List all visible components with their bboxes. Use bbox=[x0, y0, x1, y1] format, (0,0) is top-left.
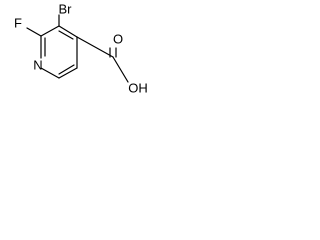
bond-c3-c2 bbox=[40, 25, 60, 37]
bond-n-c6 bbox=[40, 67, 60, 79]
atom-label-fluorine: F bbox=[14, 15, 22, 30]
bond-c2-f bbox=[26, 27, 42, 37]
atom-label-bromine: Br bbox=[59, 1, 73, 16]
background bbox=[0, 0, 165, 121]
atom-label-carbonyl-oxygen: O bbox=[113, 31, 123, 46]
atom-label-hydroxyl: OH bbox=[128, 80, 148, 95]
atom-label-nitrogen: N bbox=[33, 57, 42, 72]
bond-c4-cooh bbox=[76, 36, 114, 58]
bond-c6-c5 bbox=[58, 67, 78, 79]
bond-c4-c3 bbox=[58, 25, 78, 38]
bond-carboxyl-oh bbox=[112, 56, 129, 83]
bond-c4-c3-inner bbox=[58, 30, 74, 40]
molecule-structure: F Br N O OH bbox=[0, 0, 165, 121]
bond-c6-c5-inner bbox=[58, 64, 75, 75]
